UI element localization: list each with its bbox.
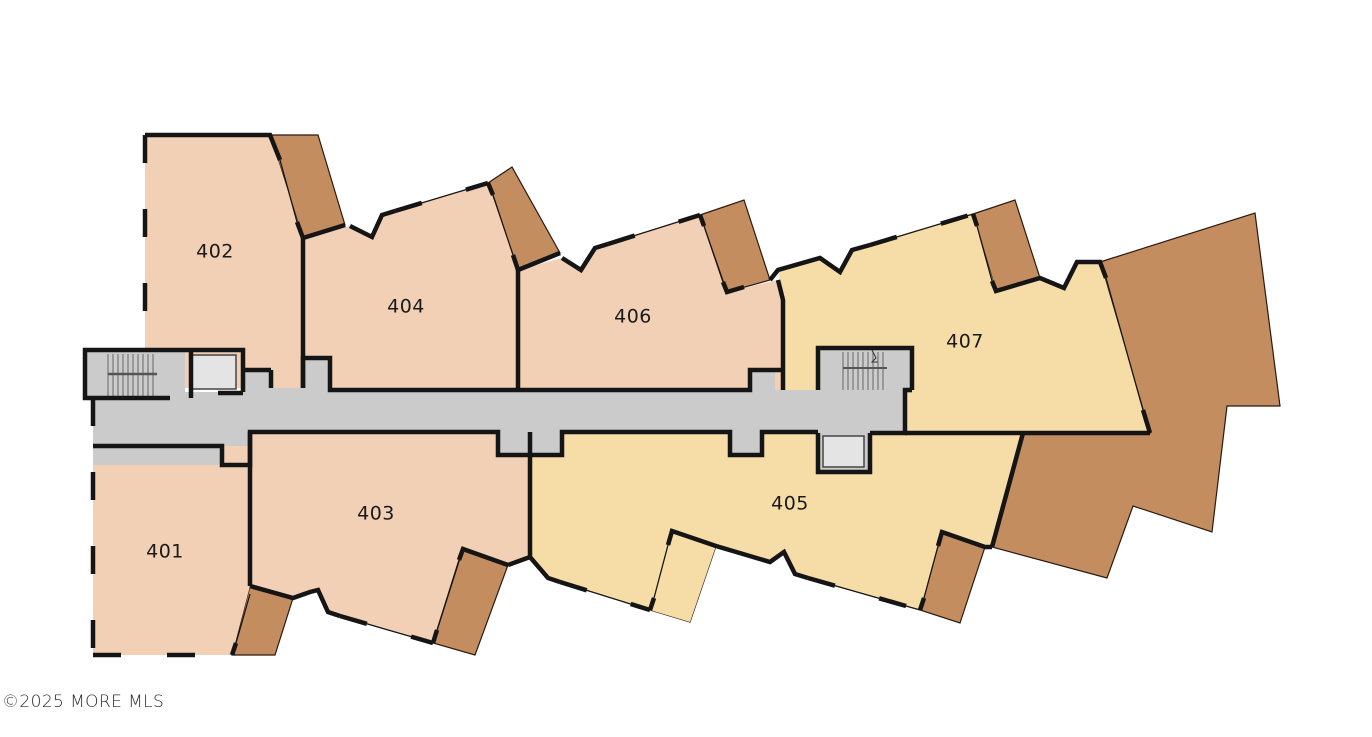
balconies <box>231 134 1281 656</box>
unit-401[interactable] <box>93 446 250 655</box>
unit-label-401: 401 <box>146 541 184 563</box>
unit-label-402: 402 <box>196 241 234 263</box>
unit-405[interactable] <box>530 432 1023 622</box>
unit-label-403: 403 <box>357 503 395 525</box>
unit-402[interactable] <box>145 135 303 388</box>
elevator-west <box>188 350 243 398</box>
unit-label-405: 405 <box>771 493 809 515</box>
unit-labels: 402 404 406 407 401 403 405 <box>146 241 984 563</box>
corridor <box>93 348 912 472</box>
unit-404[interactable] <box>303 183 518 390</box>
corridor-floor <box>93 348 912 472</box>
copyright-watermark: ©2025 MORE MLS <box>2 692 165 712</box>
unit-406[interactable] <box>518 215 783 390</box>
exterior-walls <box>90 132 1153 658</box>
stair-west <box>82 347 246 401</box>
elevator-east <box>815 433 873 475</box>
unit-label-406: 406 <box>614 306 652 328</box>
unit-label-404: 404 <box>387 296 425 318</box>
unit-label-407: 407 <box>946 331 984 353</box>
interior-walls <box>93 238 1150 586</box>
stair-east <box>815 345 915 393</box>
